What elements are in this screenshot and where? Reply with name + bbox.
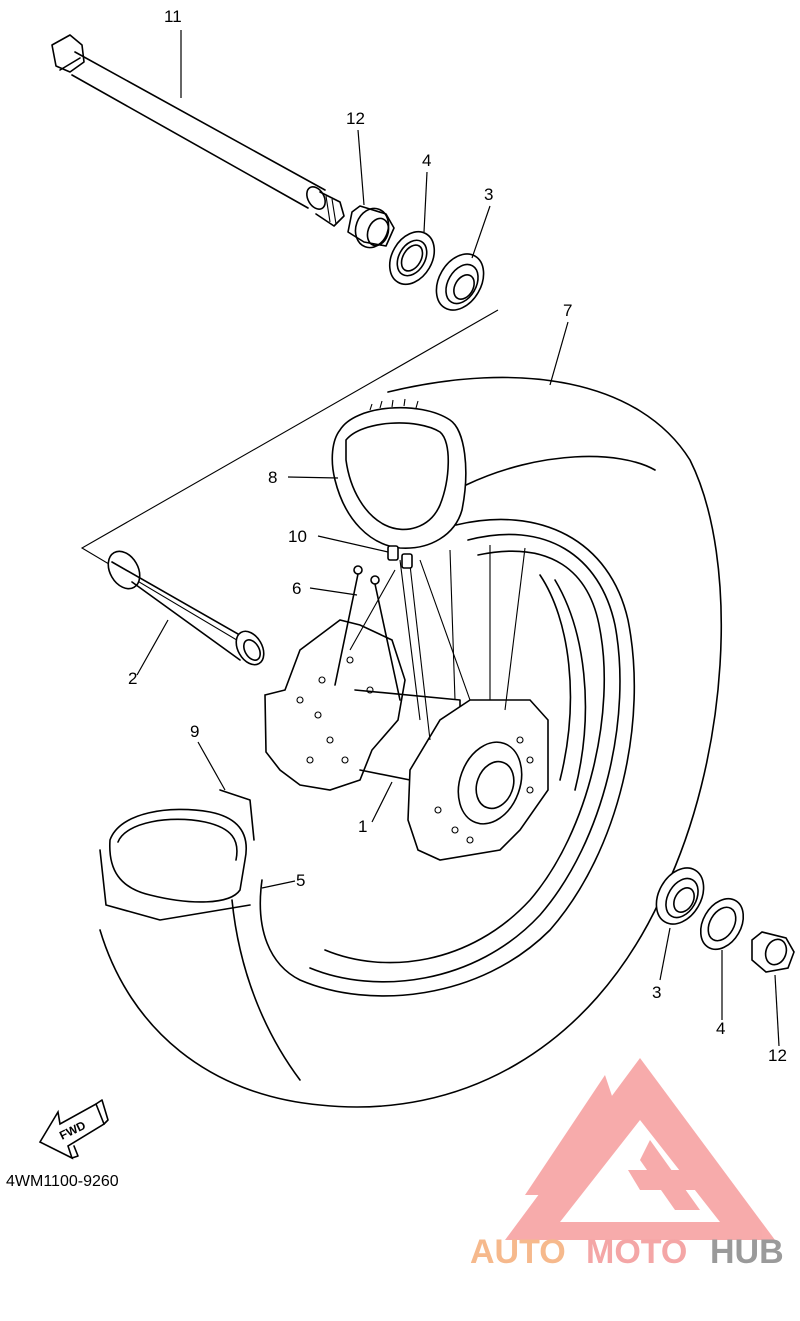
callout-7: 7 [563,301,572,320]
collar-part-12-bottom [751,931,795,973]
rim-part-5 [259,518,636,997]
callout-10: 10 [288,527,307,546]
callout-3-bottom: 3 [652,983,661,1002]
leader-lines [136,30,780,1047]
fwd-arrow-icon [38,1099,109,1160]
spacer-part-2 [107,550,265,666]
watermark-moto: MOTO [586,1233,687,1271]
callout-4-bottom: 4 [716,1019,725,1038]
callout-4-top: 4 [422,151,431,170]
alignment-line-upper [80,309,499,656]
bearing-part-3-top [435,253,485,311]
watermark-auto: AUTO [470,1233,566,1271]
spoke-part-6 [334,565,401,701]
callout-5: 5 [296,871,305,890]
rim-band-part-8 [331,398,467,549]
automotohub-logo [505,1058,775,1240]
callout-6: 6 [292,579,301,598]
drawing-code: 4WM1100-9260 [6,1173,119,1190]
watermark-hub: HUB [710,1233,784,1271]
callout-12-bottom: 12 [768,1046,787,1065]
oil-seal-part-4-bottom [699,897,745,951]
callout-9: 9 [190,722,199,741]
hub-part-1 [264,545,549,861]
bearing-part-3-bottom [655,867,705,925]
oil-seal-part-4-top [388,230,436,286]
callout-11: 11 [164,7,182,26]
callout-3-top: 3 [484,185,493,204]
axle-part-11 [51,34,345,227]
valve-part-10 [387,545,413,569]
callout-2: 2 [128,669,137,688]
callout-8: 8 [268,468,277,487]
collar-part-12-top [347,205,395,249]
callout-12-top: 12 [346,109,365,128]
callout-1: 1 [358,817,367,836]
rim-band-part-9 [99,789,255,921]
